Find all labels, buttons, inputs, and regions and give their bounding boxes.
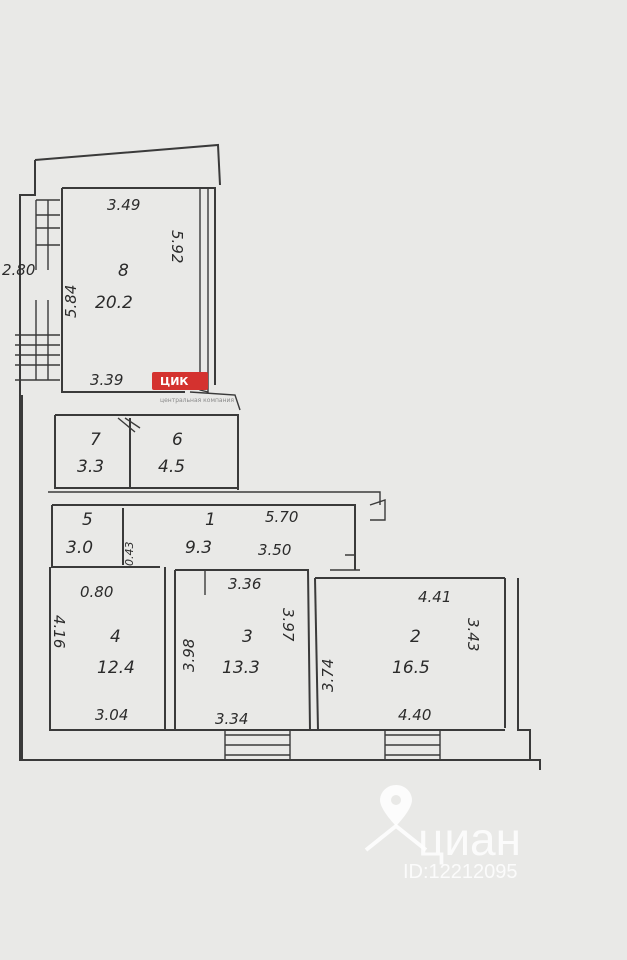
window-bottom-2 <box>384 730 441 760</box>
dim-r4-left: 4.16 <box>50 615 68 648</box>
outer-walls <box>19 143 541 770</box>
dim-r8-left: 5.84 <box>62 285 80 318</box>
bottom-rooms-walls <box>49 567 505 731</box>
room-4-area: 12.4 <box>97 658 135 678</box>
room-6-number: 6 <box>172 430 183 450</box>
location-pin-icon <box>364 785 428 852</box>
room-3-number: 3 <box>242 627 253 647</box>
room-5-number: 5 <box>82 510 93 530</box>
window-left <box>15 199 60 381</box>
dim-r8-top: 3.49 <box>107 196 140 214</box>
dim-r2-top: 4.41 <box>418 588 451 606</box>
dim-r4-top: 0.80 <box>80 583 113 601</box>
room-7-number: 7 <box>90 430 101 450</box>
room-1-area: 9.3 <box>185 538 212 558</box>
dim-r3-left: 3.98 <box>180 639 198 672</box>
room-4-number: 4 <box>110 627 121 647</box>
cian-listing-id: ID:12212095 <box>403 861 518 883</box>
cian-watermark: циан ID:12212095 <box>364 785 521 883</box>
cik-logo-sub: центральная компания <box>160 397 234 404</box>
dim-r3-bottom: 3.34 <box>215 710 248 728</box>
rooms-7-6-walls <box>54 414 239 490</box>
dim-r2-right: 3.43 <box>464 618 482 651</box>
room-2-number: 2 <box>410 627 421 647</box>
cian-brand: циан <box>418 813 521 865</box>
room-1-number: 1 <box>205 510 216 530</box>
dim-r3-top: 3.36 <box>228 575 261 593</box>
cik-logo: ЦИК центральная компания <box>152 372 234 404</box>
corridor-walls <box>48 491 386 571</box>
dim-r8-right: 5.92 <box>168 230 186 263</box>
room-3-area: 13.3 <box>222 658 260 678</box>
room-6-area: 4.5 <box>158 457 185 477</box>
dim-r8-bottom: 3.39 <box>90 371 123 389</box>
window-bottom-1 <box>224 730 291 760</box>
dim-r4-bottom: 3.04 <box>95 706 128 724</box>
room-7-area: 3.3 <box>77 457 104 477</box>
room-2-area: 16.5 <box>392 658 430 678</box>
dim-outer-left: 2.80 <box>2 261 35 279</box>
room-8-number: 8 <box>118 261 129 281</box>
room-5-area: 3.0 <box>66 538 93 558</box>
dim-small-door: 0.43 <box>123 542 136 567</box>
cik-logo-text: ЦИК <box>160 375 188 388</box>
room-8-walls <box>61 187 241 411</box>
dim-r3-right: 3.97 <box>279 608 297 642</box>
room-8-area: 20.2 <box>95 293 133 313</box>
dim-r2-bottom: 4.40 <box>398 706 431 724</box>
dim-r1-top: 5.70 <box>265 508 298 526</box>
dim-r2-left: 3.74 <box>319 659 337 692</box>
dim-r1-bottom: 3.50 <box>258 541 291 559</box>
